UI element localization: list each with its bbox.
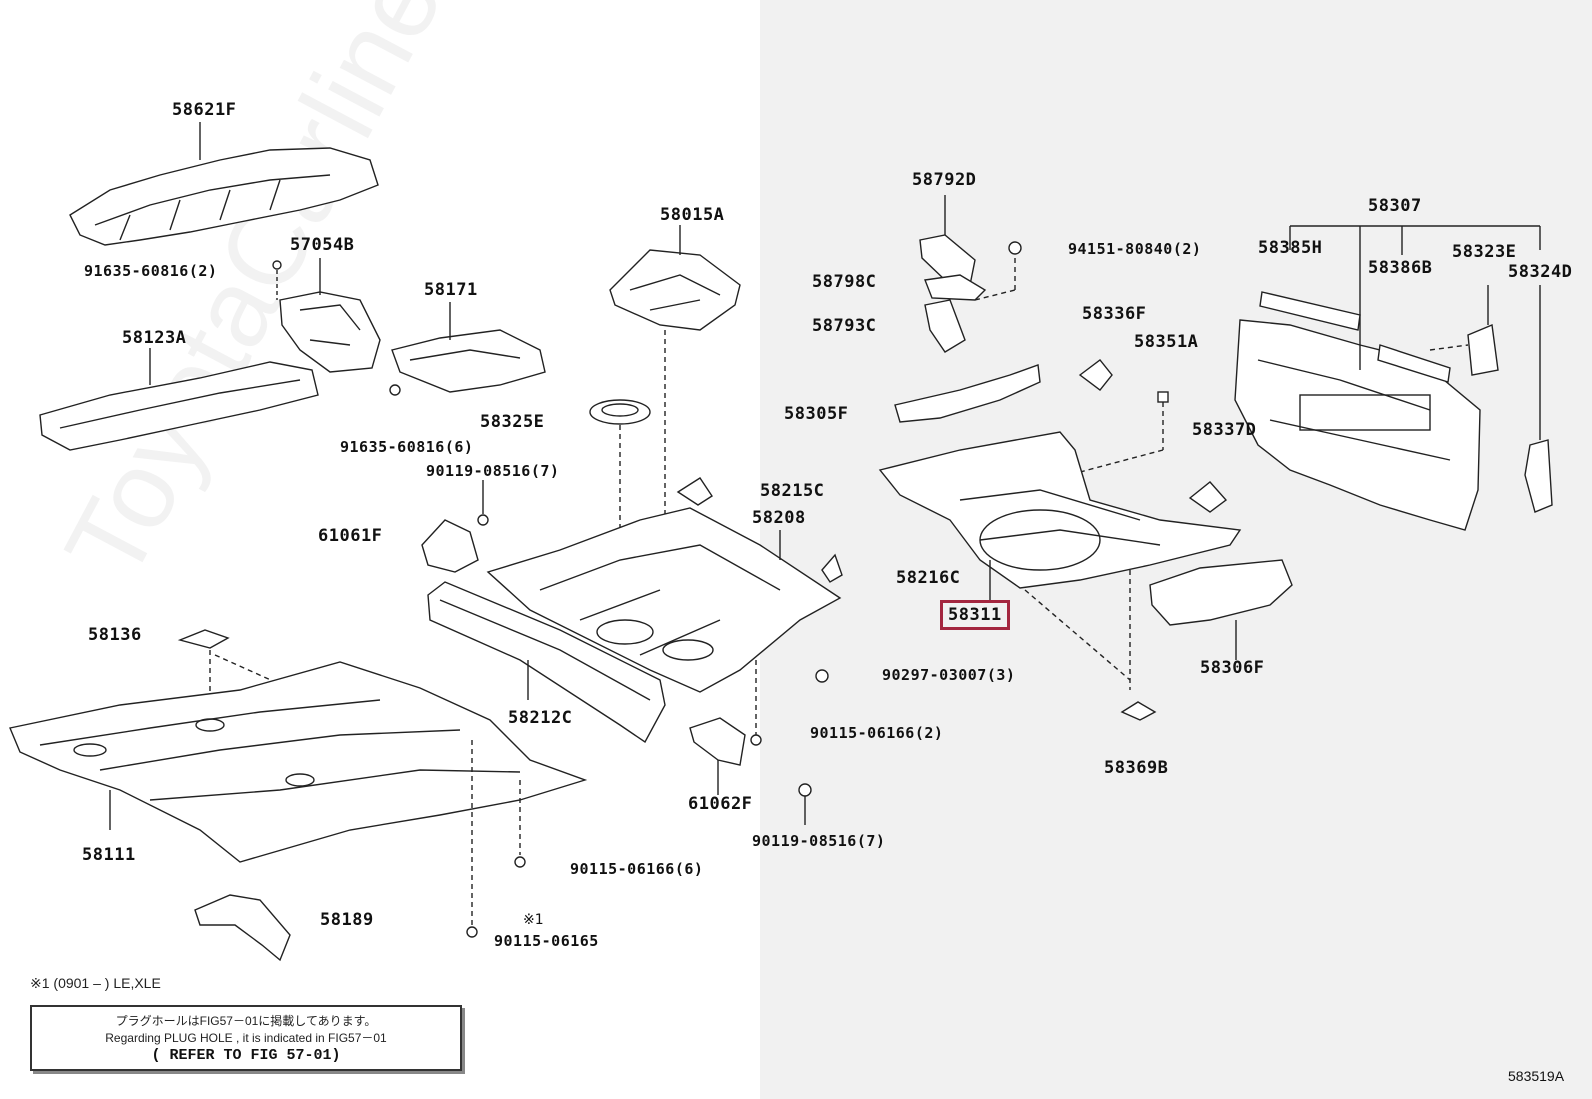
part-58216C-shape: [821, 553, 843, 583]
label-58306F[interactable]: 58306F: [1200, 658, 1265, 678]
label-58351A[interactable]: 58351A: [1134, 332, 1199, 352]
part-58136-shape: [177, 629, 230, 649]
label-58208[interactable]: 58208: [752, 508, 806, 528]
label-58305F[interactable]: 58305F: [784, 404, 849, 424]
part-58324D-shape: [1524, 439, 1553, 513]
label-58123A[interactable]: 58123A: [122, 328, 187, 348]
part-58336F-shape: [1078, 359, 1113, 391]
label-58798C[interactable]: 58798C: [812, 272, 877, 292]
figure-id: 583519A: [1508, 1068, 1565, 1084]
note-line-english: Regarding PLUG HOLE , it is indicated in…: [105, 1031, 387, 1045]
part-58307-shape: [1234, 319, 1481, 531]
part-58215C-shape: [676, 477, 713, 506]
part-58306F-shape: [1149, 559, 1293, 626]
part-58311-shape: [878, 431, 1242, 589]
footnote: ※1 (0901 – ) LE,XLE: [30, 975, 161, 991]
label-90119-08516-7-bottom[interactable]: 90119-08516(7): [752, 832, 886, 850]
label-58171[interactable]: 58171: [424, 280, 478, 300]
label-58015A[interactable]: 58015A: [660, 205, 725, 225]
part-58189-shape: [194, 894, 291, 962]
label-58311-highlighted[interactable]: 58311: [940, 600, 1010, 630]
part-61061F-shape: [421, 519, 479, 573]
label-90297-03007-3[interactable]: 90297-03007(3): [882, 666, 1016, 684]
label-58307[interactable]: 58307: [1368, 196, 1422, 216]
label-90115-06166-6[interactable]: 90115-06166(6): [570, 860, 704, 878]
label-94151-80840-2[interactable]: 94151-80840(2): [1068, 240, 1202, 258]
part-58621F-shape: [69, 147, 379, 246]
part-58351A-shape: [1157, 391, 1169, 403]
label-58369B[interactable]: 58369B: [1104, 758, 1169, 778]
part-58171-shape: [391, 329, 546, 393]
label-58386B[interactable]: 58386B: [1368, 258, 1433, 278]
label-61061F[interactable]: 61061F: [318, 526, 383, 546]
label-90115-06166-2[interactable]: 90115-06166(2): [810, 724, 944, 742]
part-58305F-shape: [894, 364, 1041, 423]
label-57054B[interactable]: 57054B: [290, 235, 355, 255]
part-61062F-shape: [689, 717, 746, 766]
label-58324D[interactable]: 58324D: [1508, 262, 1573, 282]
label-90115-06165[interactable]: 90115-06165: [494, 932, 599, 950]
part-58123A-shape: [39, 361, 319, 451]
label-91635-60816-6[interactable]: 91635-60816(6): [340, 438, 474, 456]
label-58325E[interactable]: 58325E: [480, 412, 545, 432]
part-58793C-shape: [924, 299, 966, 353]
label-58337D[interactable]: 58337D: [1192, 420, 1257, 440]
part-57054B-shape: [279, 291, 381, 373]
part-58323E-shape: [1467, 324, 1499, 376]
part-58111-shape: [9, 661, 588, 863]
part-58369B-shape: [1120, 701, 1157, 721]
label-58136[interactable]: 58136: [88, 625, 142, 645]
part-58212C-shape: [427, 581, 666, 744]
label-61062F[interactable]: 61062F: [688, 794, 753, 814]
part-58385H-shape: [1259, 291, 1361, 331]
label-90119-08516-7-top[interactable]: 90119-08516(7): [426, 462, 560, 480]
label-58621F[interactable]: 58621F: [172, 100, 237, 120]
note-line-japanese: プラグホールはFIG57－01に掲載してあります。: [115, 1014, 377, 1028]
label-58323E[interactable]: 58323E: [1452, 242, 1517, 262]
label-58215C[interactable]: 58215C: [760, 481, 825, 501]
part-58798C-shape: [924, 274, 987, 301]
label-58189[interactable]: 58189: [320, 910, 374, 930]
label-58793C[interactable]: 58793C: [812, 316, 877, 336]
label-91635-60816-2[interactable]: 91635-60816(2): [84, 262, 218, 280]
note-box: プラグホールはFIG57－01に掲載してあります。 Regarding PLUG…: [30, 1005, 462, 1071]
part-58015A-shape: [609, 249, 741, 331]
part-58386B-shape: [1377, 344, 1451, 383]
label-58792D[interactable]: 58792D: [912, 170, 977, 190]
label-58216C[interactable]: 58216C: [896, 568, 961, 588]
label-58385H[interactable]: 58385H: [1258, 238, 1323, 258]
note-marker: ※1: [523, 912, 544, 928]
label-58111[interactable]: 58111: [82, 845, 136, 865]
label-58336F[interactable]: 58336F: [1082, 304, 1147, 324]
label-58212C[interactable]: 58212C: [508, 708, 573, 728]
part-58337D-shape: [1188, 481, 1228, 513]
part-58208-shape: [486, 507, 842, 693]
refer-link[interactable]: ( REFER TO FIG 57-01): [151, 1047, 341, 1064]
